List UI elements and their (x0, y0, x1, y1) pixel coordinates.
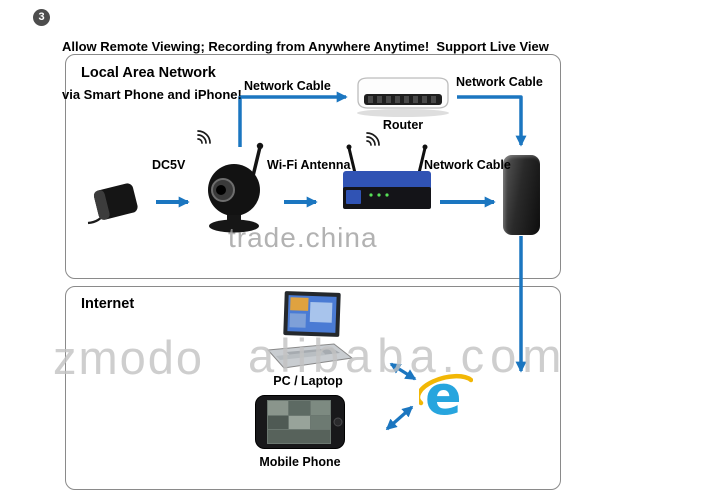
camera-lens (216, 185, 226, 195)
router-antenna-right-tip (422, 144, 428, 150)
router-top (343, 171, 431, 191)
label-dc5v: DC5V (152, 158, 186, 172)
label-network-cable-mid: Network Cable (424, 158, 511, 172)
laptop-icon (266, 291, 354, 369)
camera-antenna (251, 145, 262, 178)
power-adapter-icon (87, 183, 138, 225)
lan-box (65, 54, 561, 279)
phone-screen-tiles (268, 401, 330, 443)
label-network-cable-right: Network Cable (456, 75, 543, 89)
lan-box-title: Local Area Network (81, 65, 216, 81)
wifi-signal-icon (197, 130, 211, 144)
laptop-base (266, 343, 354, 369)
label-network-cable-top: Network Cable (244, 79, 331, 93)
router-ports (368, 96, 436, 103)
phone-home-button (333, 417, 343, 427)
router-antenna-right (417, 146, 427, 175)
wifi-signal-icon (366, 132, 380, 146)
label-router: Router (382, 118, 424, 132)
internet-box-title: Internet (81, 296, 135, 312)
header-line2: via Smart Phone and iPhone! (62, 87, 242, 102)
ip-camera-icon (208, 142, 264, 233)
mobile-phone-icon (255, 395, 345, 449)
router-antenna-left-tip (346, 144, 352, 150)
laptop-screen (283, 291, 341, 337)
label-pc-laptop: PC / Laptop (273, 374, 343, 388)
router-front-panel (346, 190, 361, 204)
wireless-router-icon (343, 144, 431, 209)
router-front (343, 187, 431, 209)
label-mobile-phone: Mobile Phone (259, 455, 341, 469)
header-line1: Allow Remote Viewing; Recording from Any… (62, 39, 549, 54)
router-antenna-left (347, 146, 357, 175)
router-shadow (357, 109, 449, 117)
header-text: Allow Remote Viewing; Recording from Any… (62, 7, 682, 135)
router-top-icon (357, 77, 449, 117)
router-led (385, 193, 389, 197)
router-led (369, 193, 373, 197)
camera-stand (227, 215, 241, 223)
modem-icon (503, 155, 540, 235)
step-number-badge: 3 (33, 9, 50, 26)
camera-antenna-tip (256, 142, 264, 150)
ie-orbit (419, 373, 473, 406)
camera-base (209, 219, 259, 233)
router-led (377, 193, 381, 197)
adapter-plug (93, 190, 110, 220)
internet-explorer-icon: e (419, 368, 473, 424)
label-wifi-antenna: Wi-Fi Antenna (267, 158, 351, 172)
